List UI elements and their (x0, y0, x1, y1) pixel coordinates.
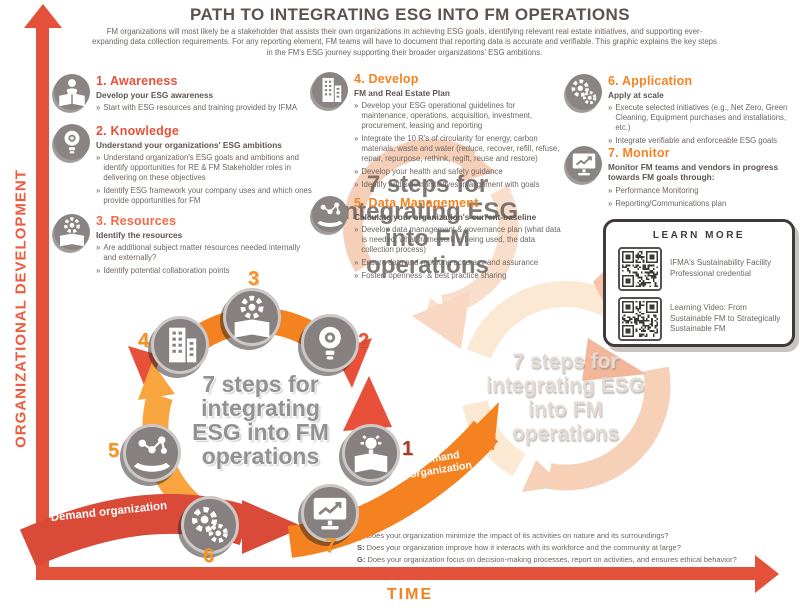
learn-more-card: LEARN MORE IFMA's Sustainability Facilit… (603, 219, 795, 347)
step-bullet: »Execute selected initiatives (e.g., Net… (608, 103, 788, 133)
lightbulb-gear-icon (304, 317, 356, 369)
cycle-number-4: 4 (138, 330, 150, 352)
demand-organization-label-left: Demand organization (50, 499, 168, 525)
hand-network-icon (126, 427, 178, 479)
gear-book-icon (54, 214, 90, 250)
intro-paragraph: FM organizations will most likely be a s… (92, 27, 717, 57)
esg-question-s: S: Does your organization improve how it… (357, 543, 681, 553)
cycle-number-5: 5 (108, 440, 120, 462)
cycle-number-1: 1 (402, 438, 414, 460)
step-subtitle: Develop your ESG awareness (96, 90, 214, 100)
cycle-node-5 (123, 424, 181, 482)
gear-book-icon (226, 291, 278, 343)
y-axis-label: ORGANIZATIONAL DEVELOPMENT (12, 169, 30, 448)
cycle-node-3 (223, 288, 281, 346)
step-subtitle: Apply at scale (608, 90, 664, 100)
step-monitor: 7. Monitor Monitor FM teams and vendors … (566, 146, 794, 209)
x-axis-label: TIME (386, 586, 434, 603)
learn-more-title: LEARN MORE (652, 230, 746, 241)
cycle-number-3: 3 (248, 268, 260, 290)
step-data-management: 5. Data Management Calculate your organi… (312, 196, 566, 281)
learn-more-item[interactable]: IFMA's Sustainability Facility Professio… (618, 247, 782, 291)
cycle-center-text: 7 steps for integrating ESG into FM oper… (192, 371, 329, 470)
watermark-right-text: 7 steps for integrating ESG into FM oper… (486, 350, 645, 446)
step-bullet: »Integrate verifiable and enforceable ES… (608, 136, 778, 146)
esg-question-e: E: Does your organization minimize the i… (357, 531, 669, 540)
y-axis-arrow-icon (24, 4, 62, 28)
step-subtitle: Calculate your organization's current-ba… (354, 212, 537, 222)
step-bullet: »Understand organization's ESG goals and… (96, 153, 300, 183)
step-subtitle: Understand your organizations' ESG ambit… (96, 140, 282, 150)
cycle-number-6: 6 (203, 545, 215, 567)
gears-icon (184, 499, 236, 551)
step-bullet: »Are additional subject matter resources… (96, 243, 301, 263)
x-axis-arrow-icon (755, 555, 779, 593)
step-bullet: »Develop your ESG operational guidelines… (354, 101, 533, 131)
building-icon (154, 319, 206, 371)
hand-network-icon (312, 196, 348, 232)
step-bullet: »Identify ESG framework your company use… (96, 186, 312, 206)
step-bullet: »Identify potential collaboration points (96, 266, 230, 276)
step-bullet: »Performance Monitoring (608, 185, 699, 195)
step-subtitle: FM and Real Estate Plan (354, 88, 450, 98)
step-bullet: »Ensure data and reporting accuracy and … (354, 258, 539, 268)
qr-code-icon[interactable] (618, 297, 662, 341)
step-subtitle: Identify the resources (96, 230, 183, 240)
cycle-node-2 (301, 314, 359, 372)
cycle-node-4 (151, 316, 209, 374)
lightbulb-gear-icon (54, 124, 90, 160)
person-reading-icon (54, 74, 90, 110)
step-bullet: »Foster "openness" & best practice shari… (354, 271, 507, 281)
esg-question-g: G: Does your organization focus on decis… (357, 555, 737, 565)
y-axis-bar (36, 26, 49, 578)
step-bullet: »Reporting/Communications plan (608, 198, 727, 208)
cycle-number-7: 7 (325, 535, 337, 557)
step-knowledge: 2. Knowledge Understand your organizatio… (54, 124, 316, 206)
step-bullet: »Start with ESG resources and training p… (96, 103, 298, 113)
cycle-node-1 (342, 424, 400, 482)
x-axis-bar (36, 567, 758, 580)
step-awareness: 1. Awareness Develop your ESG awareness … (54, 74, 316, 113)
step-resources: 3. Resources Identify the resources »Are… (54, 214, 312, 276)
qr-code-icon[interactable] (618, 247, 662, 291)
building-icon (312, 72, 348, 108)
page-title: PATH TO INTEGRATING ESG INTO FM OPERATIO… (190, 5, 630, 24)
step-bullet: »Integrate the 10 R's of circularity for… (354, 134, 560, 164)
gears-icon (566, 74, 602, 110)
esg-questions: E: Does your organization minimize the i… (357, 530, 789, 566)
monitor-chart-icon (566, 146, 602, 182)
step-subtitle: Monitor FM teams and vendors in progress… (608, 162, 779, 183)
monitor-chart-icon (304, 487, 356, 539)
step-application: 6. Application Apply at scale »Execute s… (566, 74, 794, 146)
cycle-number-2: 2 (358, 330, 370, 352)
cycle-node-7 (301, 484, 359, 542)
open-book-lightbulb-icon (345, 427, 397, 479)
learn-more-item[interactable]: Learning Video: From Sustainable FM to S… (618, 297, 782, 341)
step-bullet: »Develop data management & governance pl… (354, 225, 561, 255)
